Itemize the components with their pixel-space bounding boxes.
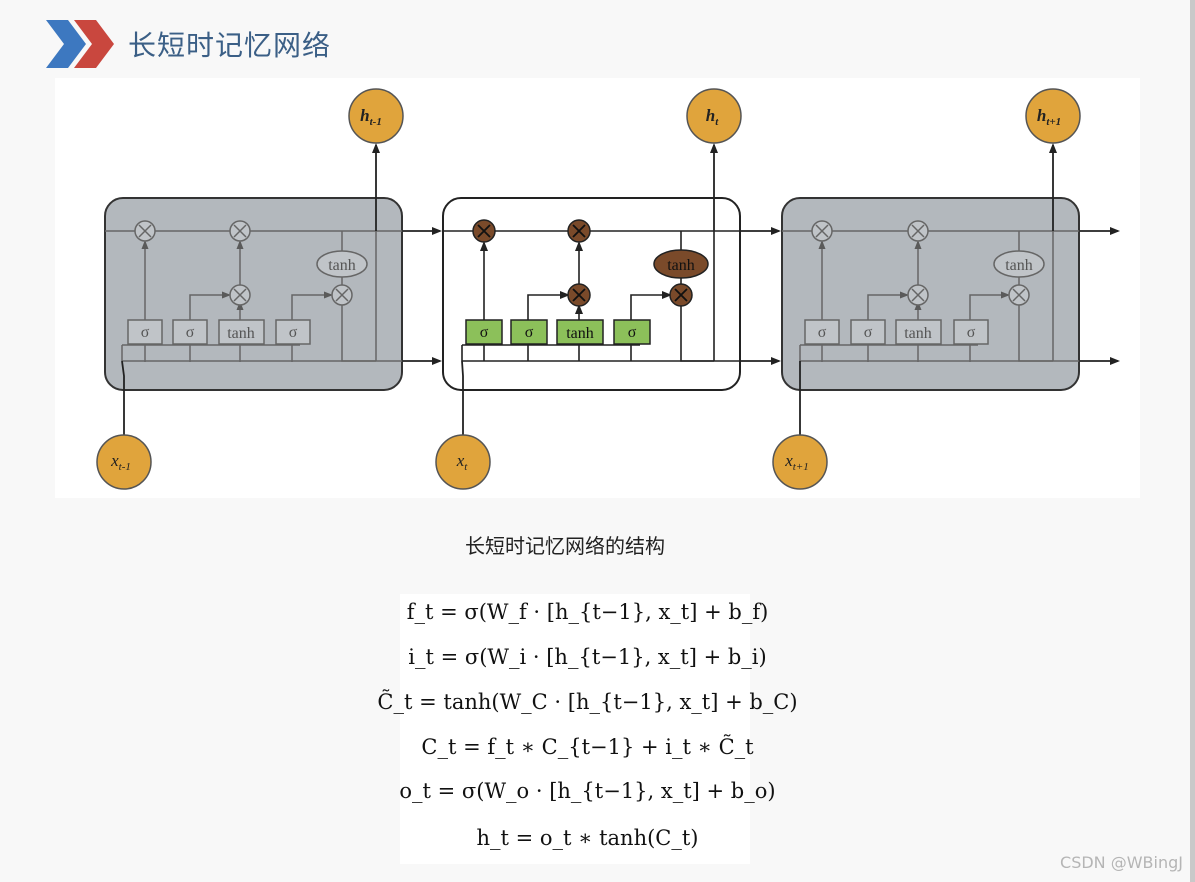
h-prev-subscript: t-1: [370, 116, 382, 128]
svg-text:ht: ht: [706, 106, 719, 128]
right-state-tanh-label: tanh: [1005, 257, 1033, 274]
equation-output-gate: o_t = σ(W_o · [h_{t−1}, x_t] + b_o): [0, 779, 1175, 803]
right-input-gate-label: σ: [864, 324, 873, 341]
watermark: CSDN @WBingJ: [1060, 853, 1183, 872]
x-next-symbol: x: [784, 451, 793, 470]
equation-candidate-text: C̃_t = tanh(W_C · [h_{t−1}, x_t] + b_C): [377, 690, 798, 714]
x-next-subscript: t+1: [793, 461, 809, 473]
equation-cell-state: C_t = f_t ∗ C_{t−1} + i_t ∗ C̃_t: [0, 735, 1175, 759]
svg-text:xt: xt: [456, 451, 469, 473]
equation-forget-gate: f_t = σ(W_f · [h_{t−1}, x_t] + b_f): [0, 600, 1175, 624]
equation-panel: [400, 594, 750, 864]
forget-gate-label: σ: [480, 324, 489, 341]
output-node-h-prev: ht-1: [348, 88, 404, 144]
svg-text:ht-1: ht-1: [360, 106, 382, 128]
h-prev-symbol: h: [360, 106, 369, 125]
lstm-diagram: σ σ tanh σ tanh: [55, 78, 1140, 498]
equation-candidate: C̃_t = tanh(W_C · [h_{t−1}, x_t] + b_C): [0, 690, 1175, 714]
left-forget-gate-label: σ: [141, 324, 150, 341]
equation-input-gate: i_t = σ(W_i · [h_{t−1}, x_t] + b_i): [0, 645, 1175, 669]
x-t-symbol: x: [456, 451, 465, 470]
slide-edge: [1190, 0, 1195, 882]
candidate-label: tanh: [566, 325, 594, 342]
h-next-symbol: h: [1037, 106, 1046, 125]
equation-hidden-state-text: h_t = o_t ∗ tanh(C_t): [476, 826, 699, 850]
input-node-x-next: xt+1: [772, 434, 828, 490]
output-node-h-t: ht: [686, 88, 742, 144]
equation-forget-gate-text: f_t = σ(W_f · [h_{t−1}, x_t] + b_f): [406, 600, 769, 624]
x-prev-symbol: x: [110, 451, 119, 470]
x-t-subscript: t: [464, 461, 468, 473]
left-state-tanh-label: tanh: [328, 257, 356, 274]
h-t-subscript: t: [715, 116, 719, 128]
lstm-cell-left: σ σ tanh σ tanh: [104, 197, 403, 391]
lstm-cell-right: σ σ tanh σ tanh: [781, 197, 1080, 391]
equation-cell-state-text: C_t = f_t ∗ C_{t−1} + i_t ∗ C̃_t: [421, 735, 754, 759]
x-prev-subscript: t-1: [119, 461, 131, 473]
diagram-caption: 长短时记忆网络的结构: [465, 534, 665, 558]
equation-hidden-state: h_t = o_t ∗ tanh(C_t): [0, 826, 1175, 850]
h-t-symbol: h: [706, 106, 715, 125]
right-forget-gate-label: σ: [818, 324, 827, 341]
slide-title: 长短时记忆网络: [128, 29, 332, 62]
equation-output-gate-text: o_t = σ(W_o · [h_{t−1}, x_t] + b_o): [399, 779, 776, 803]
state-tanh-label: tanh: [667, 257, 695, 274]
output-node-h-next: ht+1: [1025, 88, 1081, 144]
input-node-x-t: xt: [435, 434, 491, 490]
left-output-gate-label: σ: [289, 324, 298, 341]
lstm-cell-middle: σ σ tanh σ tanh: [442, 197, 741, 391]
input-gate-label: σ: [525, 324, 534, 341]
left-input-gate-label: σ: [186, 324, 195, 341]
svg-text:xt+1: xt+1: [784, 451, 809, 473]
input-node-x-prev: xt-1: [96, 434, 152, 490]
right-output-gate-label: σ: [967, 324, 976, 341]
svg-text:ht+1: ht+1: [1037, 106, 1061, 128]
output-gate-label: σ: [628, 324, 637, 341]
chevron-logo-icon: [46, 20, 114, 68]
left-candidate-label: tanh: [227, 325, 255, 342]
right-candidate-label: tanh: [904, 325, 932, 342]
svg-text:xt-1: xt-1: [110, 451, 131, 473]
io-connectors: [121, 143, 1057, 436]
h-next-subscript: t+1: [1046, 116, 1061, 128]
lstm-diagram-svg: σ σ tanh σ tanh: [96, 88, 1120, 490]
equation-input-gate-text: i_t = σ(W_i · [h_{t−1}, x_t] + b_i): [408, 645, 767, 669]
